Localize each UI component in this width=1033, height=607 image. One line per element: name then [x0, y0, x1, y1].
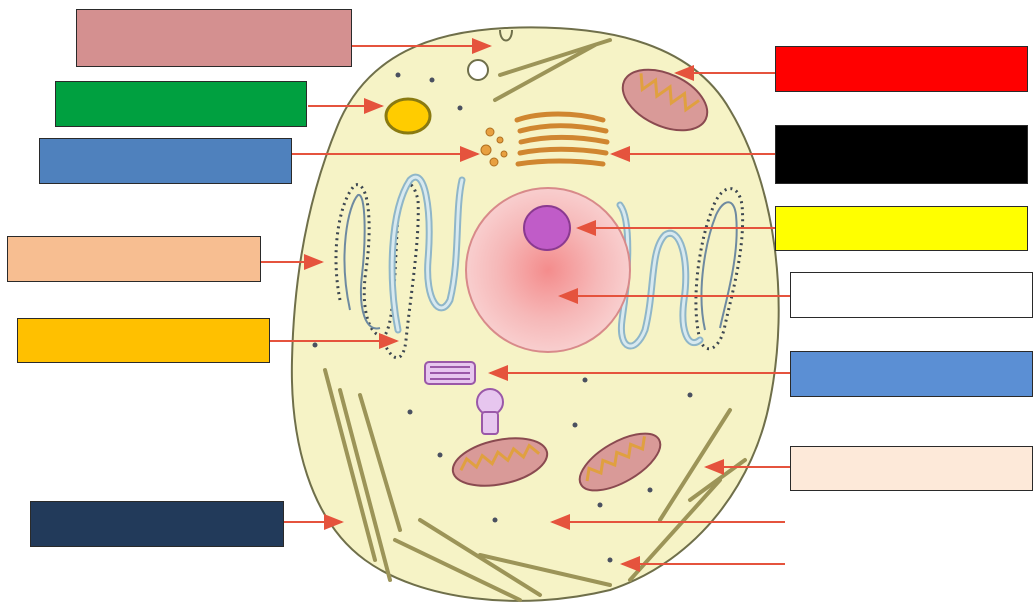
label-box-7[interactable] [775, 46, 1028, 92]
label-box-5[interactable] [17, 318, 270, 363]
label-box-11[interactable] [790, 351, 1033, 397]
label-box-1[interactable] [76, 9, 352, 67]
label-box-6[interactable] [30, 501, 284, 547]
label-box-3[interactable] [39, 138, 292, 184]
label-box-2[interactable] [55, 81, 307, 127]
label-box-10[interactable] [790, 272, 1033, 318]
label-box-12[interactable] [790, 446, 1033, 491]
label-box-8[interactable] [775, 125, 1028, 184]
lysosome [386, 99, 430, 133]
label-box-9[interactable] [775, 206, 1028, 251]
label-box-4[interactable] [7, 236, 261, 282]
nucleolus [524, 206, 570, 250]
